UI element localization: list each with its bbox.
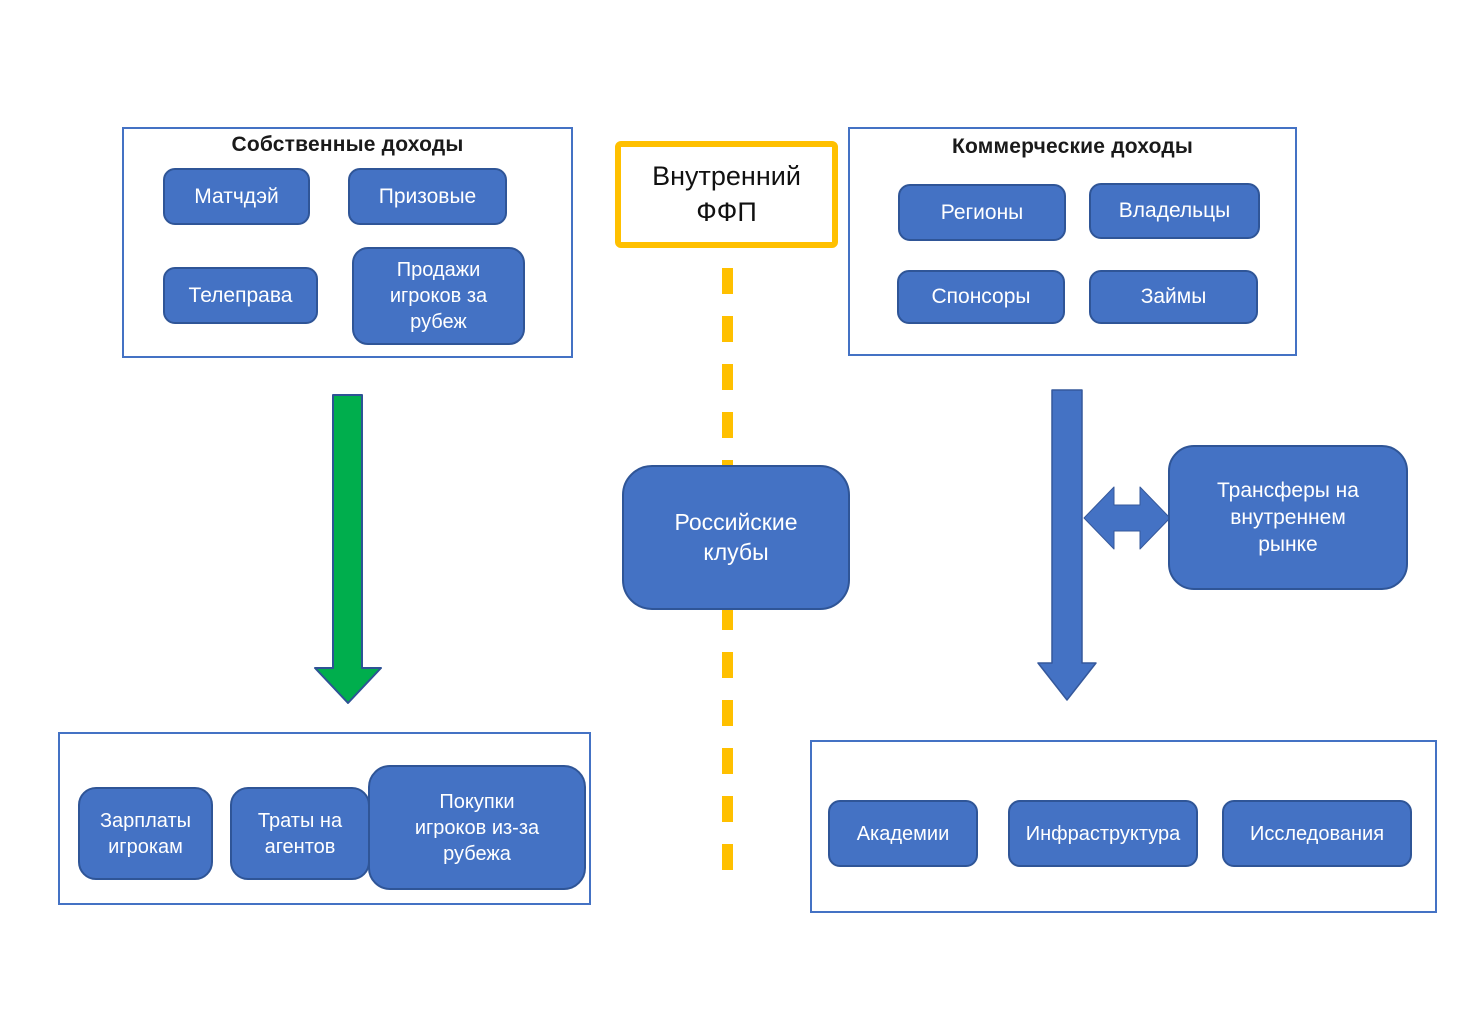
green-down-arrow [314, 394, 382, 704]
blue-down-arrow [1037, 389, 1097, 701]
chip-player-salaries: Зарплаты игрокам [78, 787, 213, 880]
ffp-title-box: Внутренний ФФП [615, 141, 838, 248]
chip-russian-clubs: Российские клубы [622, 465, 850, 610]
chip-tv-rights: Телеправа [163, 267, 318, 324]
chip-owners: Владельцы [1089, 183, 1260, 239]
chip-infrastructure: Инфраструктура [1008, 800, 1198, 867]
chip-research: Исследования [1222, 800, 1412, 867]
chip-regions: Регионы [898, 184, 1066, 241]
chip-academies: Академии [828, 800, 978, 867]
own-income-title: Собственные доходы [231, 133, 464, 156]
chip-player-purchases-abroad: Покупки игроков из-за рубежа [368, 765, 586, 890]
chip-player-sales-abroad: Продажи игроков за рубеж [352, 247, 525, 345]
chip-prize-money: Призовые [348, 168, 507, 225]
chip-domestic-transfers: Трансферы на внутреннем рынке [1168, 445, 1408, 590]
commercial-income-title: Коммерческие доходы [951, 135, 1194, 158]
chip-agent-fees: Траты на агентов [230, 787, 370, 880]
double-headed-arrow [1083, 486, 1171, 550]
chip-loans: Займы [1089, 270, 1258, 324]
chip-matchday: Матчдэй [163, 168, 310, 225]
chip-sponsors: Спонсоры [897, 270, 1065, 324]
